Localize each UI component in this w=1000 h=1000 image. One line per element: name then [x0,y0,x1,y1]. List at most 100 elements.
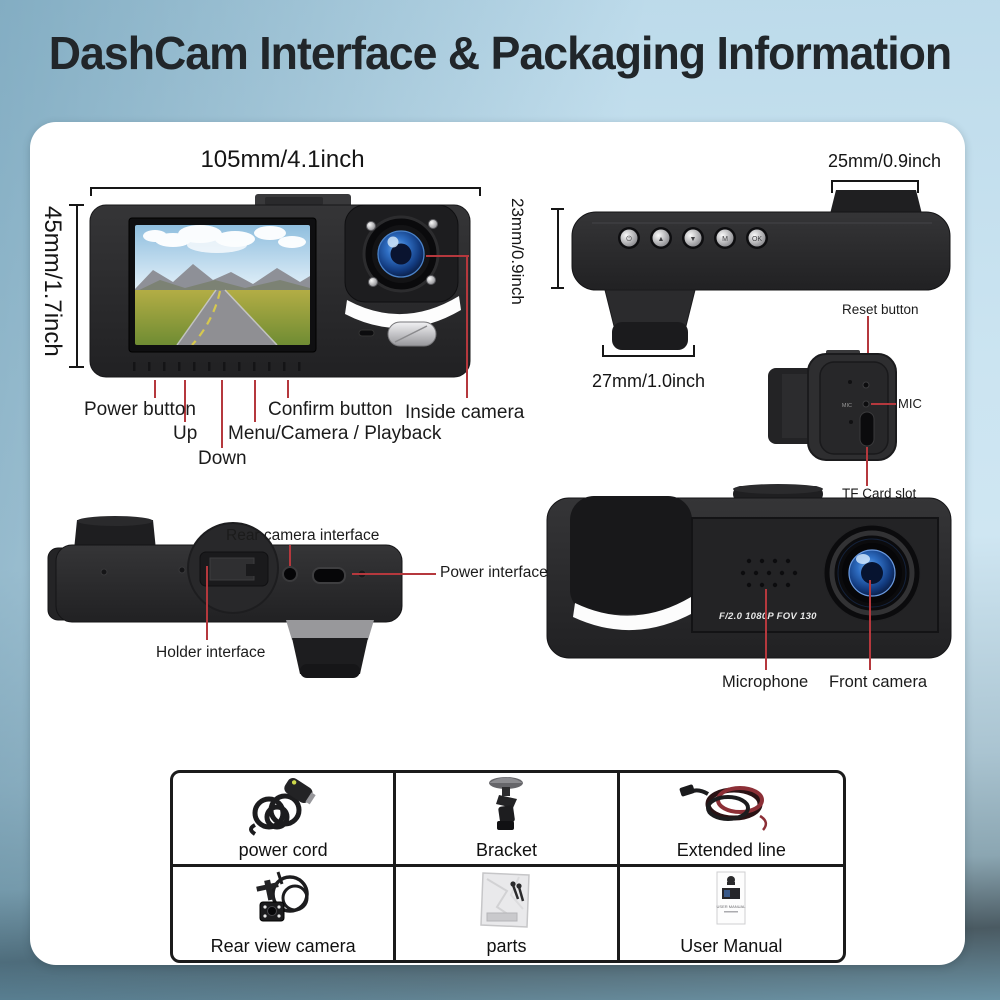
packaging-cell-bracket: Bracket [396,773,620,867]
top-camera-barrel [830,190,922,214]
lens-dimension: 27mm/1.0inch [592,371,706,391]
ir-led-screws [366,219,438,287]
label-reset-button: Reset button [842,302,919,317]
dim-tick [693,345,695,357]
barrel-top [77,516,153,526]
inside-camera-back-block [570,496,692,614]
up-arrow-glyph: ▲ [658,236,665,243]
label-menu-camera-playback: Menu/Camera / Playback [228,423,442,444]
label-down: Down [198,448,247,469]
leader-line-rear-camera [289,545,291,566]
manual-cover-text: USER MANUAL [717,904,747,909]
label-mic: MIC [898,396,922,411]
top-height-dim-line [557,209,559,289]
leader-line-inside-camera-h [426,255,469,257]
packaging-cell-extended-line: Extended line [619,773,843,867]
dashcam-front-view [89,194,471,378]
side-hole [849,420,853,424]
leader-line-down [221,380,223,448]
dim-tick [917,180,919,193]
label-confirm-button: Confirm button [268,399,393,420]
packaging-label: Bracket [475,839,537,860]
dim-tick [69,366,84,368]
packaging-label: Extended line [676,839,786,860]
label-rear-camera-interface: Rear camera interface [226,527,380,544]
leader-line-power [154,380,156,398]
leader-line-power-interface [352,573,436,575]
rear-mount-top [733,484,823,494]
label-inside-camera: Inside camera [405,402,525,423]
front-height-dimension: 45mm/1.7inch [39,206,66,357]
power-cord-icon [173,773,393,839]
lens-spec-text: F/2.0 1080P FOV 130 [719,611,817,622]
usb-power-port [312,567,346,584]
packaging-label: User Manual [680,936,783,956]
side-face [819,361,889,455]
leader-line-mic [871,403,896,405]
rear-camera-jack [282,566,298,582]
packaging-cell-rear-view-camera: Rear view camera [173,866,397,960]
leader-line-confirm [287,380,289,398]
front-height-dim-line [76,204,78,368]
dashcam-rear-view: F/2.0 1080P FOV 130 [546,484,952,659]
label-tf-card-slot: TF Card slot [842,486,917,501]
label-up: Up [173,423,198,444]
microphone-holes [740,558,798,588]
packaging-cell-user-manual: USER MANUAL User Manual [620,867,843,961]
label-front-camera: Front camera [829,673,928,691]
packaging-cell-power-cord: power cord [173,773,397,867]
leader-line-up [184,380,186,422]
top-height-dimension: 23mm/0.9inch [508,198,527,305]
power-glyph: ⏻ [626,235,632,243]
label-power-button: Power button [84,399,196,420]
front-width-dimension: 105mm/4.1inch [200,146,365,173]
screw [178,566,186,574]
label-microphone: Microphone [722,673,809,691]
leader-line-holder [206,566,208,640]
packaging-table: power cord Bracket [170,770,846,963]
tf-card-slot [859,411,875,447]
label-power-interface: Power interface [440,564,548,581]
top-camera-dim-line [831,180,919,182]
front-width-dim-line [90,187,481,189]
bracket-icon [396,773,616,839]
dim-tick [831,180,833,193]
label-holder-interface: Holder interface [156,644,266,661]
gloss-highlight [573,597,693,631]
dashcam-top-view: ⏻ ▲ ▼ M OK [571,190,951,350]
dim-tick [602,345,604,357]
reset-hole [862,381,870,389]
packaging-label: power cord [238,839,328,860]
packaging-label: Rear view camera [210,936,356,956]
parts-bag-icon [396,867,616,936]
dim-tick [69,204,84,206]
lens-barrel-cap [612,322,688,350]
extended-line-icon [620,773,843,839]
mic-hole [862,400,870,408]
leader-line-microphone [765,589,767,670]
user-manual-icon: USER MANUAL [620,867,843,936]
screen-road-image [135,225,310,345]
leader-line-tf-card [866,447,868,486]
leader-line-front-camera [869,580,871,670]
packaging-cell-parts: parts [396,866,620,960]
dim-tick [551,287,564,289]
bottom-lens-cap [300,664,360,678]
bottom-vents [133,362,301,371]
packaging-label: parts [486,936,527,956]
screw [100,568,108,576]
ok-glyph: OK [752,236,762,243]
down-arrow-glyph: ▼ [690,236,697,243]
indicator-slot [358,329,375,337]
mic-engraving: MIC [842,403,852,409]
bottom-lens-band [286,620,374,640]
menu-glyph: M [722,236,728,243]
lens-barrel-top-view [604,289,696,327]
dim-tick [90,187,92,196]
gloss-highlight [345,296,461,329]
leader-line-reset [867,316,869,382]
dashcam-side-view: MIC [768,350,897,461]
dim-tick [551,208,564,210]
top-camera-dimension: 25mm/0.9inch [828,151,942,171]
